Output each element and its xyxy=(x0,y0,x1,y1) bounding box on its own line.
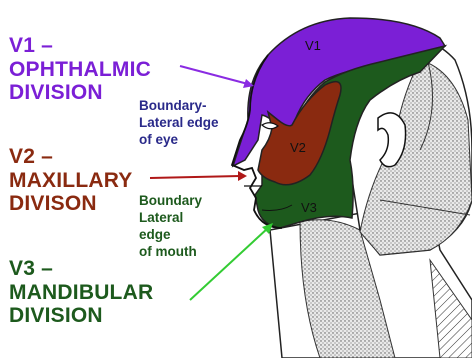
note-mouth-line-4: of mouth xyxy=(139,244,202,261)
arrow-v1 xyxy=(180,66,254,88)
v3-line-1: V3 – xyxy=(9,257,153,281)
v2-line-1: V2 – xyxy=(9,145,133,169)
v1-line-3: DIVISION xyxy=(9,81,151,105)
v2-line-2: MAXILLARY xyxy=(9,169,133,193)
arrow-v2 xyxy=(150,171,247,181)
note-mouth-line-1: Boundary xyxy=(139,193,202,210)
v1-division-label: V1 – OPHTHALMIC DIVISION xyxy=(9,34,151,105)
boundary-eye-note: Boundary- Lateral edge of eye xyxy=(139,98,219,149)
v3-division-label: V3 – MANDIBULAR DIVISION xyxy=(9,257,153,328)
note-eye-line-1: Boundary- xyxy=(139,98,219,115)
zone-label-v3: V3 xyxy=(301,200,317,215)
v2-division-label: V2 – MAXILLARY DIVISON xyxy=(9,145,133,216)
arrow-v3 xyxy=(190,223,273,300)
v2-line-3: DIVISON xyxy=(9,192,133,216)
note-eye-line-3: of eye xyxy=(139,132,219,149)
zone-label-v1: V1 xyxy=(305,38,321,53)
boundary-mouth-note: Boundary Lateral edge of mouth xyxy=(139,193,202,261)
note-mouth-line-3: edge xyxy=(139,227,202,244)
v3-line-3: DIVISION xyxy=(9,304,153,328)
v1-line-1: V1 – xyxy=(9,34,151,58)
note-eye-line-2: Lateral edge xyxy=(139,115,219,132)
zone-label-v2: V2 xyxy=(290,140,306,155)
v1-line-2: OPHTHALMIC xyxy=(9,58,151,82)
v3-line-2: MANDIBULAR xyxy=(9,281,153,305)
note-mouth-line-2: Lateral xyxy=(139,210,202,227)
